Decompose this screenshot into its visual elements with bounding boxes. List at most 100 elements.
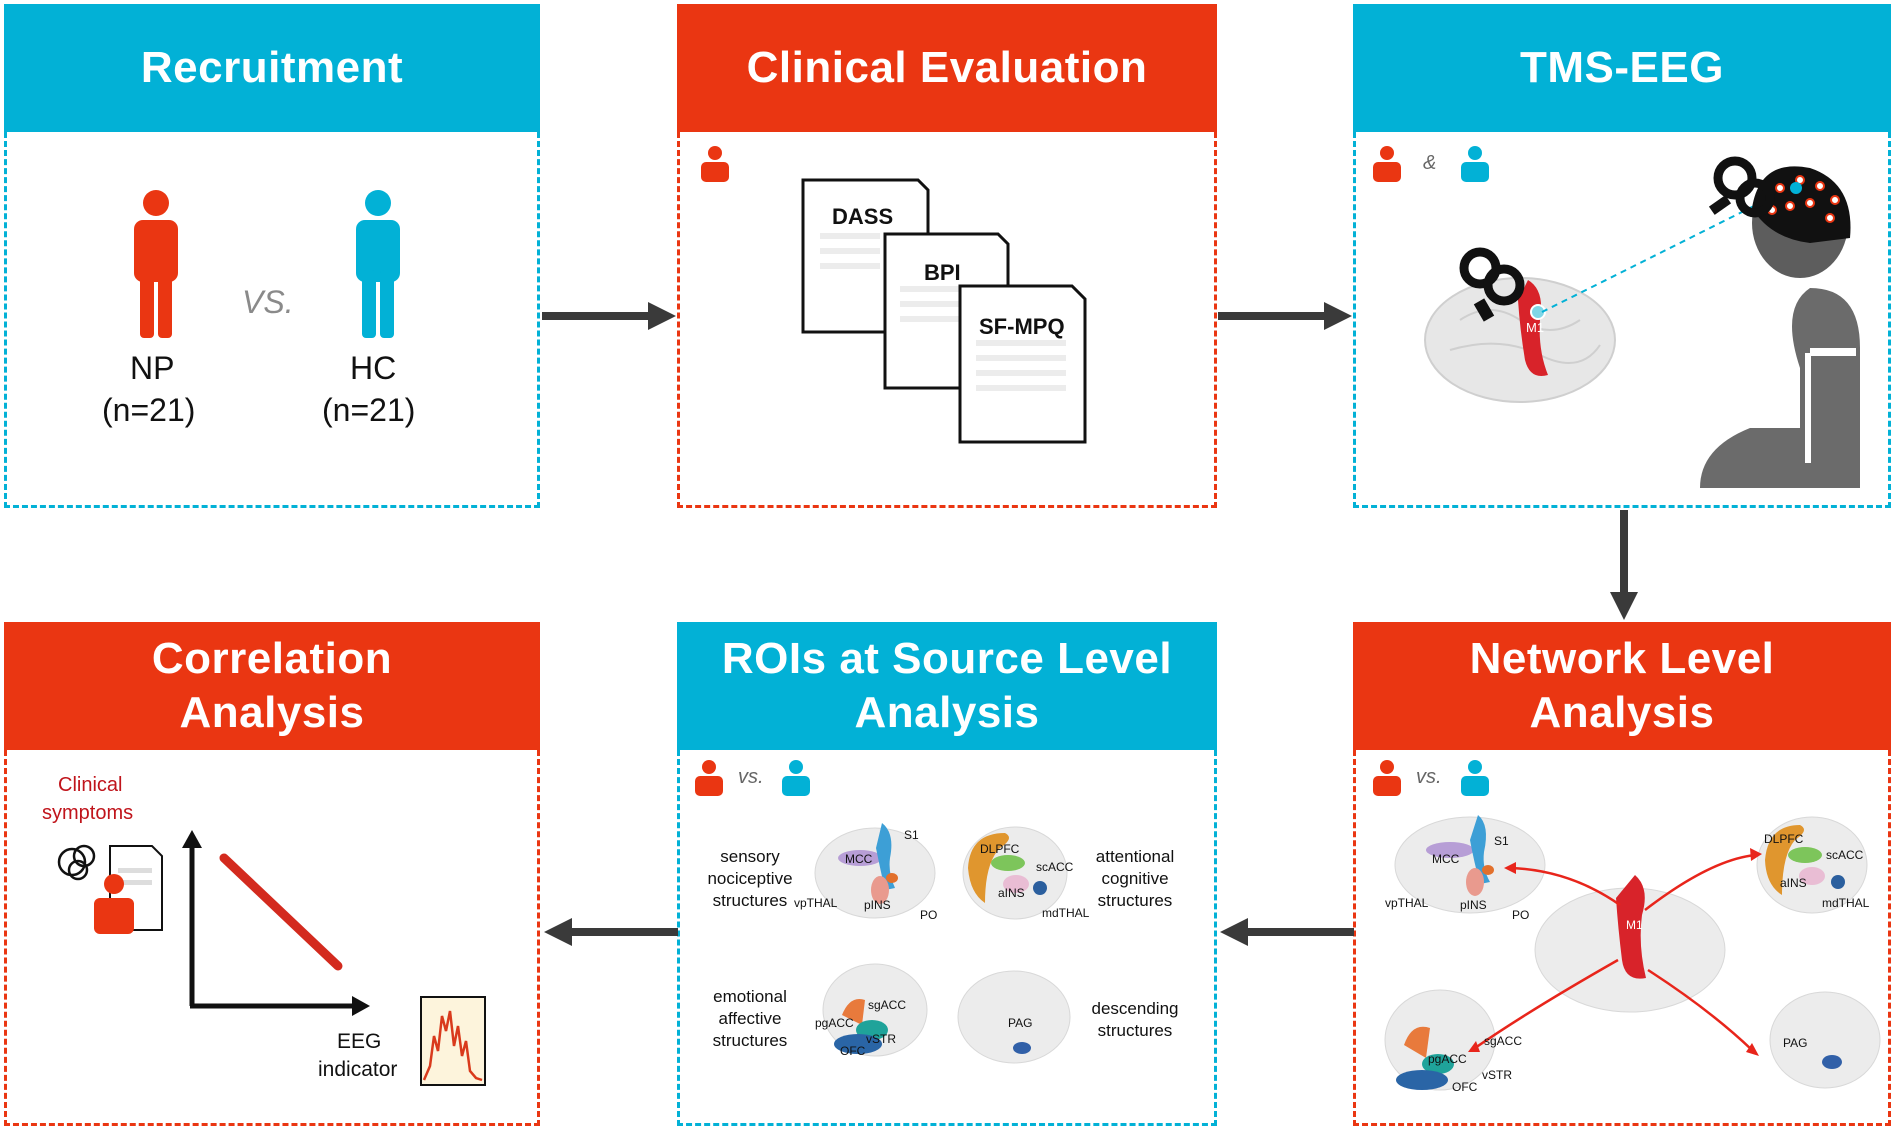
np-small-person-icon xyxy=(1373,760,1401,796)
brain-sensory-icon xyxy=(814,823,936,919)
hc-count: (n=21) xyxy=(322,392,416,428)
sf-mpq-document-icon xyxy=(958,284,1087,444)
network-brain-descending-icon xyxy=(1769,991,1881,1089)
roi-vs-label: vs. xyxy=(738,766,764,788)
brain-descending-icon xyxy=(957,970,1071,1064)
clinical-symptoms-line1: Clinical xyxy=(58,774,123,796)
net-sgacc: sgACC xyxy=(1484,1034,1523,1048)
net-pins: pINS xyxy=(1460,898,1487,912)
roi-ofc: OFC xyxy=(840,1044,866,1058)
recruitment-title: Recruitment xyxy=(140,43,404,92)
net-pag: PAG xyxy=(1783,1036,1808,1050)
network-body xyxy=(1353,750,1891,1126)
doc-label-sf-mpq: SF-MPQ xyxy=(979,314,1065,339)
roi-group-attentional-label: attentional cognitive structures xyxy=(1095,847,1175,910)
flow-arrow-roi-to-correlation xyxy=(544,918,678,946)
np-small-person-icon xyxy=(701,146,729,182)
hc-person-icon xyxy=(356,190,400,338)
clinical-header: Clinical Evaluation xyxy=(677,4,1217,132)
hc-small-person-icon xyxy=(782,760,810,796)
network-brain-attentional-icon xyxy=(1756,816,1868,914)
roi-s1: S1 xyxy=(904,828,919,842)
network-m1-region xyxy=(1616,875,1646,979)
net-mdthal: mdTHAL xyxy=(1822,896,1870,910)
roi-vstr: vSTR xyxy=(866,1032,896,1046)
roi-header: ROIs at Source Level Analysis xyxy=(677,622,1217,750)
correlation-body xyxy=(4,750,540,1126)
vs-label: VS. xyxy=(242,284,294,320)
tms-body xyxy=(1353,132,1891,508)
network-panel: Network Level Analysis xyxy=(1353,622,1891,1126)
recruitment-panel: Recruitment xyxy=(4,4,540,508)
and-symbol: & xyxy=(1423,152,1437,174)
correlation-title-line2: Analysis xyxy=(179,688,365,737)
eeg-indicator-line1: EEG xyxy=(337,1030,382,1053)
tms-coil-icon xyxy=(1459,247,1525,322)
correlation-line xyxy=(219,853,343,971)
network-title-line1: Network Level xyxy=(1469,634,1775,683)
net-pgacc: pgACC xyxy=(1428,1052,1467,1066)
net-vpthal: vpTHAL xyxy=(1385,896,1429,910)
net-ofc: OFC xyxy=(1452,1080,1478,1094)
roi-group-descending-label: descending structures xyxy=(1091,999,1179,1040)
roi-title-line2: Analysis xyxy=(854,688,1040,737)
subject-body xyxy=(1700,288,1860,488)
roi-group-emotional-label: emotional affective structures xyxy=(712,987,788,1050)
roi-panel: ROIs at Source Level Analysis xyxy=(677,622,1217,1126)
net-s1: S1 xyxy=(1494,834,1509,848)
net-scacc: scACC xyxy=(1826,848,1864,862)
net-mcc: MCC xyxy=(1432,852,1460,866)
network-header: Network Level Analysis xyxy=(1353,622,1891,750)
roi-pins: pINS xyxy=(864,898,891,912)
roi-body xyxy=(677,750,1217,1126)
eeg-coil-icon xyxy=(1708,156,1775,218)
correlation-header: Correlation Analysis xyxy=(4,622,540,750)
correlation-plot xyxy=(182,830,370,1016)
hc-small-person-icon xyxy=(1461,146,1489,182)
clinical-symptoms-line2: symptoms xyxy=(42,802,134,824)
hc-small-person-icon xyxy=(1461,760,1489,796)
network-title-line2: Analysis xyxy=(1529,688,1715,737)
np-small-person-icon xyxy=(695,760,723,796)
roi-pag: PAG xyxy=(1008,1016,1033,1030)
roi-ains: aINS xyxy=(998,886,1025,900)
eeg-indicator-line2: indicator xyxy=(318,1058,398,1081)
roi-title-line1: ROIs at Source Level xyxy=(721,634,1173,683)
roi-scacc: scACC xyxy=(1036,860,1074,874)
clinical-title: Clinical Evaluation xyxy=(746,43,1148,92)
np-person-icon xyxy=(134,190,178,338)
tms-header: TMS-EEG xyxy=(1353,4,1891,132)
flow-arrow-recruitment-to-clinical xyxy=(542,302,676,330)
tms-panel: TMS-EEG xyxy=(1353,4,1891,508)
roi-sgacc: sgACC xyxy=(868,998,907,1012)
hc-label: HC xyxy=(350,350,397,386)
network-brain-emotional-icon xyxy=(1384,989,1496,1091)
tms-title: TMS-EEG xyxy=(1520,43,1724,92)
np-count: (n=21) xyxy=(102,392,196,428)
brain-attentional-icon xyxy=(962,826,1068,920)
network-vs-label: vs. xyxy=(1416,766,1442,788)
clinical-symptoms-icon xyxy=(57,844,163,934)
subject-with-eeg-cap xyxy=(1700,156,1860,488)
np-small-person-icon xyxy=(1373,146,1401,182)
np-label: NP xyxy=(130,350,175,386)
network-brain-sensory-icon xyxy=(1394,815,1546,914)
network-diagram xyxy=(1384,815,1881,1091)
roi-pgacc: pgACC xyxy=(815,1016,854,1030)
recruitment-body xyxy=(4,132,540,508)
correlation-title-line1: Correlation xyxy=(151,634,393,683)
roi-group-sensory-label: sensory nociceptive structures xyxy=(707,847,793,910)
correlation-panel: Correlation Analysis xyxy=(4,622,540,1126)
doc-label-dass: DASS xyxy=(832,204,894,229)
net-ains: aINS xyxy=(1780,876,1807,890)
doc-label-bpi: BPI xyxy=(924,260,961,285)
roi-mdthal: mdTHAL xyxy=(1042,906,1090,920)
flow-arrow-clinical-to-tms xyxy=(1218,302,1352,330)
net-vstr: vSTR xyxy=(1482,1068,1512,1082)
m1-region xyxy=(1518,280,1548,376)
tms-brain-illustration xyxy=(1424,247,1616,403)
flow-arrow-network-to-roi xyxy=(1220,918,1354,946)
brain-emotional-icon xyxy=(822,963,928,1057)
net-m1: M1 xyxy=(1626,918,1643,932)
questionnaire-documents xyxy=(801,178,1087,444)
